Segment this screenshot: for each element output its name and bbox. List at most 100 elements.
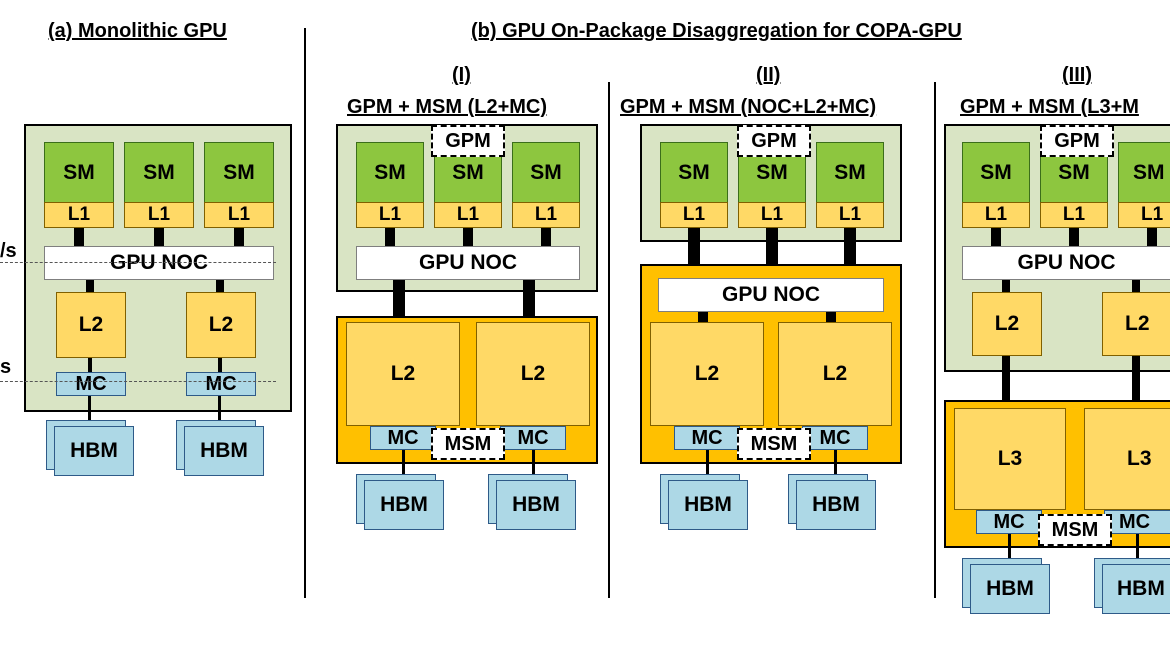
- l1-cache: L1: [738, 202, 806, 228]
- gpm-msm-link: [1002, 356, 1010, 400]
- hbm-stack: HBM: [668, 480, 748, 530]
- hbm-stack: HBM: [496, 480, 576, 530]
- l2-cache: L2: [186, 292, 256, 358]
- bandwidth-line-bottom: [0, 381, 276, 382]
- l2-mc-link: [88, 358, 92, 372]
- mc-hbm-link: [834, 450, 837, 476]
- bandwidth-label-top: /s: [0, 240, 17, 262]
- mc-hbm-link: [1008, 534, 1011, 562]
- l1-noc-link: [1069, 228, 1079, 246]
- gpu-noc: GPU NOC: [962, 246, 1170, 280]
- bandwidth-label-bottom: s: [0, 356, 12, 378]
- l1-noc-link: [74, 228, 84, 246]
- l1-cache: L1: [44, 202, 114, 228]
- sm-block: SM: [44, 142, 114, 202]
- hbm-stack: HBM: [184, 426, 264, 476]
- noc-l2-link: [1002, 280, 1010, 292]
- l1-noc-link: [991, 228, 1001, 246]
- sm-block: SM: [660, 142, 728, 202]
- mc-hbm-link: [706, 450, 709, 476]
- noc-l2-link: [216, 280, 224, 292]
- variant-iii-numeral: (III): [1062, 64, 1092, 86]
- l2-cache-partial: L2: [1102, 292, 1170, 356]
- mc-hbm-link: [218, 396, 221, 420]
- gpm-label: GPM: [1040, 125, 1114, 157]
- noc-l2-link: [1132, 280, 1140, 292]
- memory-controller: MC: [500, 426, 566, 450]
- mc-hbm-link: [532, 450, 535, 476]
- l1-cache: L1: [660, 202, 728, 228]
- l1-noc-link: [385, 228, 395, 246]
- l1-noc-link: [1147, 228, 1157, 246]
- variant-i-numeral: (I): [452, 64, 471, 86]
- msm-label: MSM: [737, 428, 811, 460]
- mc-hbm-link: [1136, 534, 1139, 562]
- msm-label: MSM: [431, 428, 505, 460]
- hbm-stack-partial: HBM: [1102, 564, 1170, 614]
- divider-i-ii: [608, 82, 610, 598]
- variant-iii-title: GPM + MSM (L3+M: [960, 96, 1139, 118]
- l1-noc-link: [463, 228, 473, 246]
- gpm-msm-link: [523, 280, 535, 316]
- l3-cache: L3: [954, 408, 1066, 510]
- l1-noc-link: [234, 228, 244, 246]
- l2-cache: L2: [56, 292, 126, 358]
- memory-controller: MC: [370, 426, 436, 450]
- l2-cache: L2: [476, 322, 590, 426]
- sm-block: SM: [356, 142, 424, 202]
- gpu-noc: GPU NOC: [44, 246, 274, 280]
- hbm-stack: HBM: [970, 564, 1050, 614]
- l1-cache: L1: [204, 202, 274, 228]
- l1-cache: L1: [962, 202, 1030, 228]
- l2-cache: L2: [778, 322, 892, 426]
- hbm-stack: HBM: [54, 426, 134, 476]
- bandwidth-line-top: [0, 262, 276, 263]
- memory-controller: MC: [802, 426, 868, 450]
- noc-l2-link: [826, 312, 836, 322]
- sm-block: SM: [816, 142, 884, 202]
- sm-block: SM: [962, 142, 1030, 202]
- variant-i-title: GPM + MSM (L2+MC): [347, 96, 548, 118]
- l1-noc-link: [541, 228, 551, 246]
- sm-block-partial: SM: [1118, 142, 1170, 202]
- gpu-noc: GPU NOC: [658, 278, 884, 312]
- l2-cache: L2: [972, 292, 1042, 356]
- gpm-label: GPM: [431, 125, 505, 157]
- l1-cache: L1: [356, 202, 424, 228]
- variant-ii-numeral: (II): [756, 64, 781, 86]
- l1-cache-partial: L1: [1118, 202, 1170, 228]
- hbm-stack: HBM: [796, 480, 876, 530]
- l1-cache: L1: [816, 202, 884, 228]
- l1-cache: L1: [434, 202, 502, 228]
- l2-mc-link: [218, 358, 222, 372]
- memory-controller: MC: [674, 426, 740, 450]
- mc-hbm-link: [88, 396, 91, 420]
- gpm-msm-link: [393, 280, 405, 316]
- variant-ii-title: GPM + MSM (NOC+L2+MC): [620, 96, 877, 118]
- noc-l2-link: [86, 280, 94, 292]
- noc-l2-link: [698, 312, 708, 322]
- l2-cache: L2: [650, 322, 764, 426]
- memory-controller-partial: MC: [1104, 510, 1170, 534]
- msm-label: MSM: [1038, 514, 1112, 546]
- disaggregation-header: (b) GPU On-Package Disaggregation for CO…: [471, 20, 962, 42]
- memory-controller: MC: [56, 372, 126, 396]
- gpm-msm-link: [1132, 356, 1140, 400]
- mc-hbm-link: [402, 450, 405, 476]
- l2-cache: L2: [346, 322, 460, 426]
- memory-controller: MC: [976, 510, 1042, 534]
- sm-block: SM: [204, 142, 274, 202]
- l1-noc-link: [154, 228, 164, 246]
- sm-block: SM: [124, 142, 194, 202]
- hbm-stack: HBM: [364, 480, 444, 530]
- divider-a-b: [304, 28, 306, 598]
- sm-block: SM: [738, 142, 806, 202]
- memory-controller: MC: [186, 372, 256, 396]
- l1-cache: L1: [124, 202, 194, 228]
- l1-cache: L1: [512, 202, 580, 228]
- gpm-label: GPM: [737, 125, 811, 157]
- monolithic-header: (a) Monolithic GPU: [48, 20, 227, 42]
- l3-cache-partial: L3: [1084, 408, 1170, 510]
- l1-cache: L1: [1040, 202, 1108, 228]
- sm-block: SM: [512, 142, 580, 202]
